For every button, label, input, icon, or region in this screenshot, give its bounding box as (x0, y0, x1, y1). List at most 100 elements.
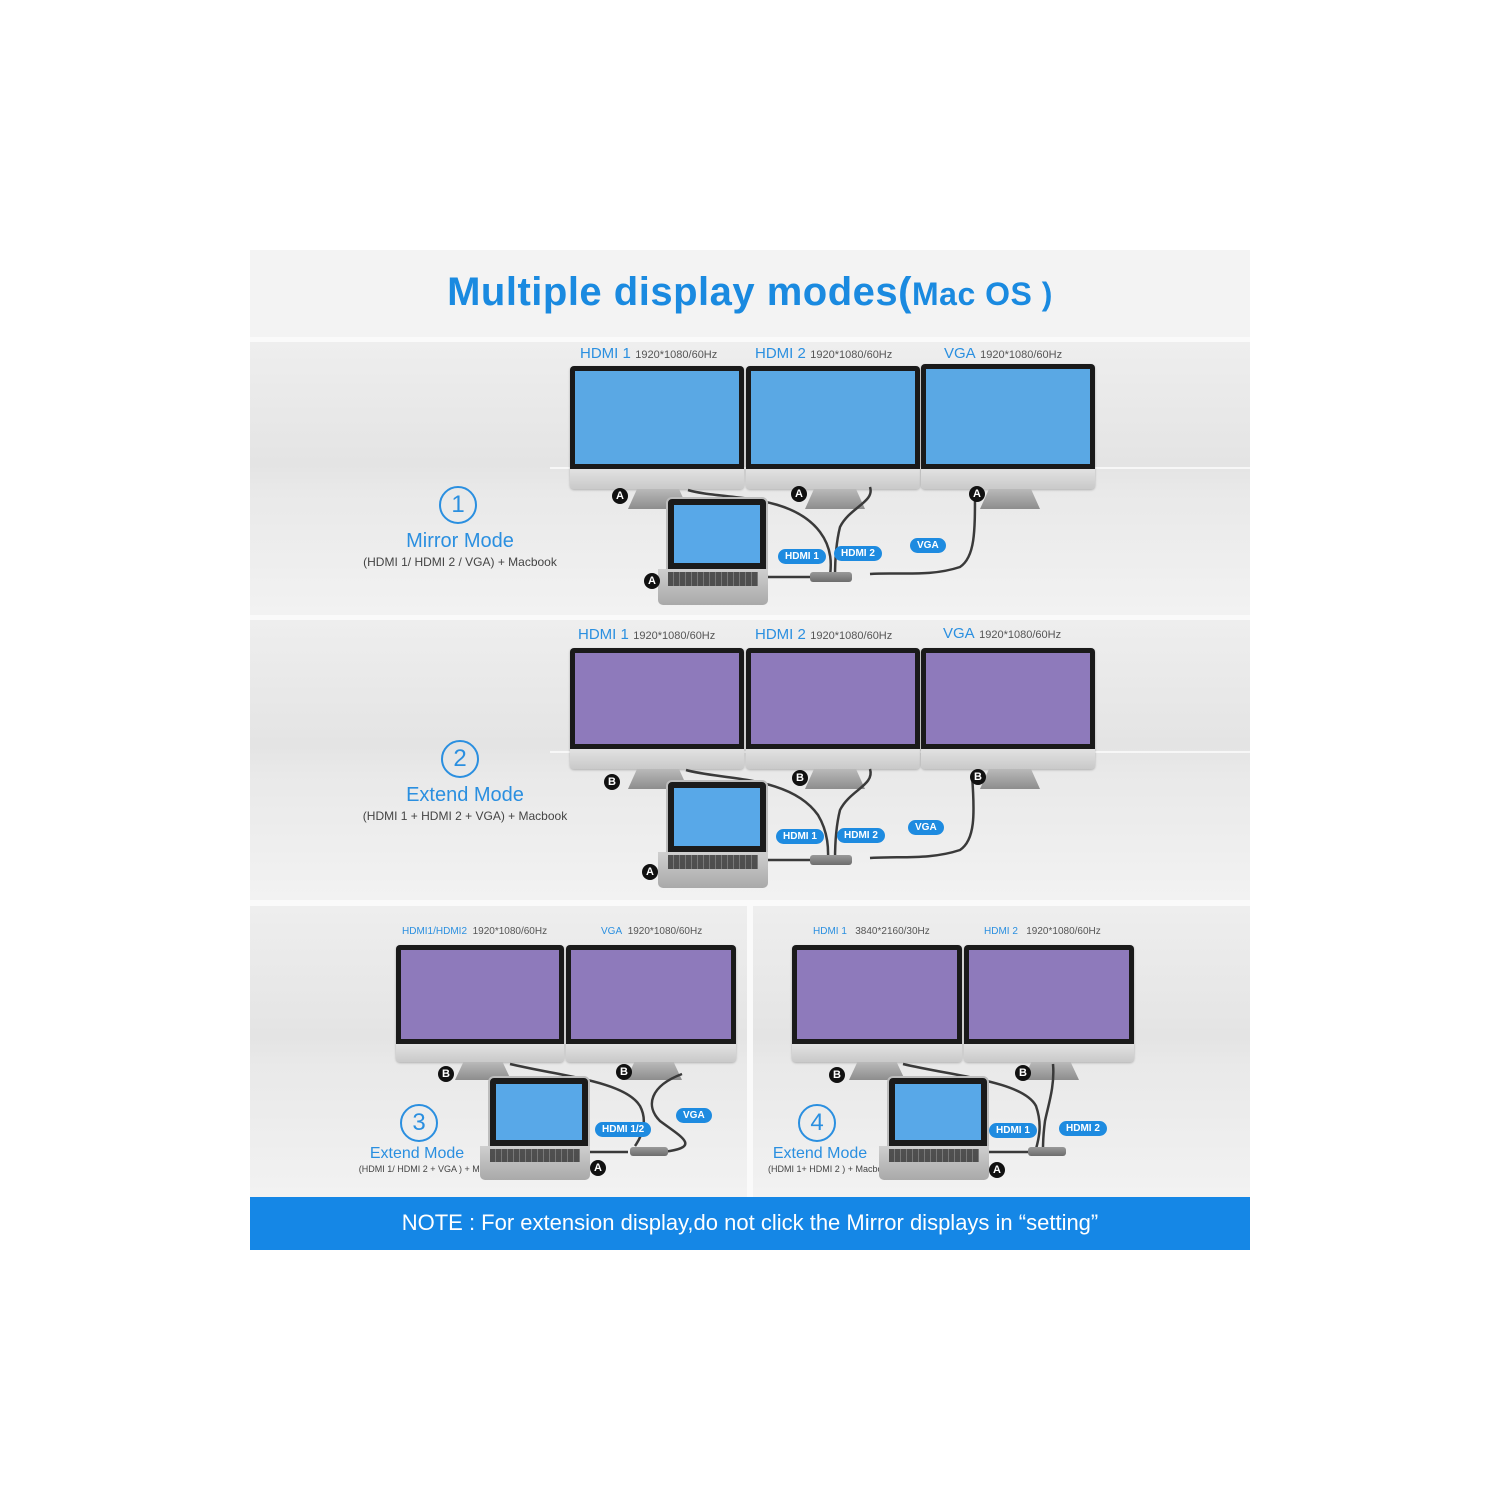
badge: B (616, 1064, 632, 1080)
resolution: 1920*1080/60Hz (635, 349, 718, 361)
display-label: HDMI1/HDMI2 1920*1080/60Hz (402, 926, 547, 937)
mode-number: 3 (400, 1104, 438, 1142)
port-name: VGA (943, 625, 975, 642)
mirror-mode-panel: 1 Mirror Mode (HDMI 1/ HDMI 2 / VGA) + M… (250, 342, 1250, 615)
port-tag: HDMI 2 (837, 828, 885, 843)
monitor (746, 366, 920, 489)
header: Multiple display modes(Mac OS ) (250, 250, 1250, 337)
display-label: HDMI 1 1920*1080/60Hz (578, 626, 715, 644)
port-tag: VGA (908, 820, 944, 835)
note-bar: NOTE : For extension display,do not clic… (250, 1197, 1250, 1250)
display-label: HDMI 2 1920*1080/60Hz (984, 926, 1101, 937)
resolution: 1920*1080/60Hz (979, 629, 1062, 641)
extend-mode-panel: 2 Extend Mode (HDMI 1 + HDMI 2 + VGA) + … (250, 620, 1250, 900)
mode-description: (HDMI 1/ HDMI 2 / VGA) + Macbook (363, 555, 557, 569)
badge: B (1015, 1065, 1031, 1081)
badge: A (644, 573, 660, 589)
cables (685, 768, 975, 862)
port-tag: HDMI 2 (834, 546, 882, 561)
monitor-screen (797, 950, 957, 1039)
cables (687, 486, 977, 579)
monitor-screen (926, 653, 1090, 744)
port-tag: HDMI 1 (778, 549, 826, 564)
resolution: 1920*1080/60Hz (1026, 926, 1101, 937)
port-name: HDMI 2 (755, 626, 806, 643)
usb-hub (810, 572, 852, 582)
display-label: VGA 1920*1080/60Hz (601, 926, 702, 937)
mode-description: (HDMI 1 + HDMI 2 + VGA) + Macbook (362, 809, 568, 823)
monitor-screen (926, 369, 1090, 464)
badge: A (989, 1162, 1005, 1178)
laptop (666, 780, 768, 854)
resolution: 3840*2160/30Hz (855, 926, 930, 937)
monitor (921, 364, 1095, 489)
badge: B (792, 770, 808, 786)
port-name: HDMI 1 (580, 345, 631, 362)
monitor (566, 945, 736, 1062)
laptop (887, 1076, 989, 1148)
monitor (792, 945, 962, 1062)
port-tag: HDMI 1/2 (595, 1122, 652, 1137)
display-label: HDMI 1 3840*2160/30Hz (813, 926, 930, 937)
monitor (570, 366, 744, 489)
mode-number: 2 (441, 740, 479, 778)
resolution: 1920*1080/60Hz (633, 630, 716, 642)
badge: A (642, 864, 658, 880)
monitor-screen (571, 950, 731, 1039)
monitor-screen (751, 653, 915, 744)
title-sub: Mac OS ) (911, 276, 1053, 312)
resolution: 1920*1080/60Hz (980, 349, 1063, 361)
mode-title: Mirror Mode (406, 530, 514, 552)
usb-hub (630, 1147, 668, 1156)
monitor (570, 648, 744, 769)
laptop-screen (496, 1084, 582, 1140)
display-label: VGA 1920*1080/60Hz (943, 625, 1061, 643)
port-name: HDMI 1 (578, 626, 629, 643)
title-main: Multiple display modes( (447, 270, 912, 314)
note-text: NOTE : For extension display,do not clic… (401, 1210, 1099, 1235)
badge: B (438, 1066, 454, 1082)
extend-mode-panel-3: 3 Extend Mode (HDMI 1/ HDMI 2 + VGA ) + … (250, 906, 747, 1197)
monitor-screen (575, 653, 739, 744)
badge: B (829, 1067, 845, 1083)
port-name: HDMI 2 (755, 345, 806, 362)
resolution: 1920*1080/60Hz (810, 630, 893, 642)
port-name: VGA (601, 926, 623, 937)
display-label: VGA 1920*1080/60Hz (944, 345, 1062, 363)
page-title: Multiple display modes(Mac OS ) (250, 270, 1250, 315)
mode-description: (HDMI 1+ HDMI 2 ) + Macbook (767, 1164, 893, 1174)
mode-number: 4 (798, 1104, 836, 1142)
laptop-screen (674, 788, 760, 846)
port-name: HDMI 1 (813, 926, 847, 937)
monitor-screen (751, 371, 915, 464)
monitor (964, 945, 1134, 1062)
monitor-screen (969, 950, 1129, 1039)
resolution: 1920*1080/60Hz (627, 926, 703, 937)
badge: B (970, 769, 986, 785)
badge: A (969, 486, 985, 502)
cables (902, 1062, 1055, 1154)
mode-title: Extend Mode (772, 1145, 868, 1162)
port-tag: HDMI 1 (776, 829, 824, 844)
laptop (666, 497, 768, 571)
port-name: HDMI1/HDMI2 (402, 926, 468, 937)
monitor (746, 648, 920, 769)
mode-description: (HDMI 1/ HDMI 2 + VGA ) + Macbook/ (358, 1164, 512, 1174)
port-tag: VGA (676, 1108, 712, 1123)
usb-hub (1028, 1147, 1066, 1156)
display-modes-infographic: Multiple display modes(Mac OS ) 1 Mirror… (250, 250, 1250, 1250)
usb-hub (810, 855, 852, 865)
port-tag: VGA (910, 538, 946, 553)
monitor-screen (401, 950, 559, 1039)
laptop-screen (674, 505, 760, 563)
monitor-screen (575, 371, 739, 464)
badge: A (590, 1160, 606, 1176)
badge: B (604, 774, 620, 790)
laptop-screen (895, 1084, 981, 1140)
port-tag: HDMI 2 (1059, 1121, 1107, 1136)
badge: A (612, 488, 628, 504)
extend-mode-panel-4: 4 Extend Mode (HDMI 1+ HDMI 2 ) + Macboo… (753, 906, 1250, 1197)
monitor (921, 648, 1095, 769)
display-label: HDMI 1 1920*1080/60Hz (580, 345, 717, 363)
mode-title: Extend Mode (369, 1145, 465, 1162)
